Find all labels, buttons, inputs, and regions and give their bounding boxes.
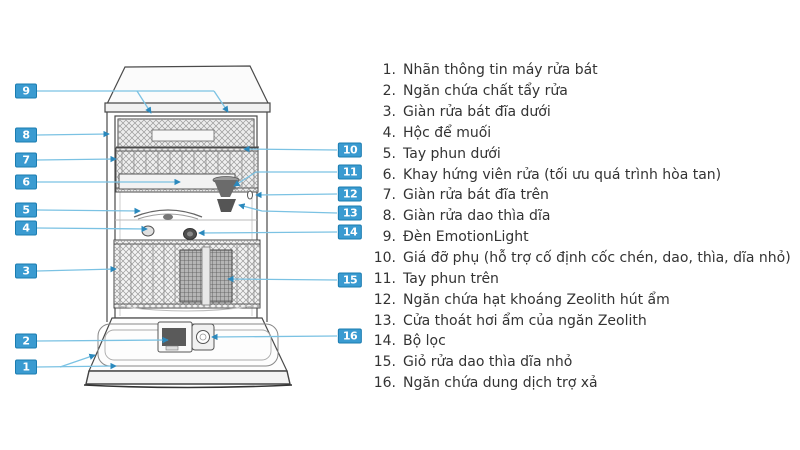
callout-3: 3	[15, 263, 37, 279]
callout-1: 1	[15, 359, 37, 375]
callout-7: 7	[15, 152, 37, 168]
part-number: 9.	[382, 229, 396, 246]
part-number: 15.	[373, 354, 396, 371]
part-item-4: 4. Hộc để muối	[367, 123, 797, 144]
part-number: 5.	[382, 145, 396, 162]
filter	[183, 228, 197, 240]
part-item-7: 7. Giàn rửa bát đĩa trên	[367, 185, 797, 206]
rinse-aid-dispenser	[191, 323, 215, 351]
part-text: Giàn rửa bát đĩa trên	[403, 187, 549, 204]
part-text: Giàn rửa dao thìa dĩa	[403, 208, 551, 225]
callout-9: 9	[15, 83, 37, 99]
callout-15: 15	[337, 272, 363, 288]
part-item-3: 3. Giàn rửa bát đĩa dưới	[367, 102, 797, 123]
part-text: Hộc để muối	[403, 124, 492, 141]
part-number: 13.	[373, 312, 396, 329]
part-item-14: 14. Bộ lọc	[367, 331, 797, 352]
part-number: 4.	[382, 124, 396, 141]
part-item-5: 5. Tay phun dưới	[367, 143, 797, 164]
part-item-13: 13. Cửa thoát hơi ẩm của ngăn Zeolith	[367, 310, 797, 331]
leader-lines	[36, 90, 338, 370]
upper-spray-arm	[212, 176, 240, 197]
part-text: Ngăn chứa chất tẩy rửa	[403, 83, 568, 100]
part-item-16: 16. Ngăn chứa dung dịch trợ xả	[367, 373, 797, 394]
parts-legend: 1. Nhãn thông tin máy rửa bát 2. Ngăn chứa…	[367, 60, 797, 394]
part-number: 12.	[373, 291, 396, 308]
callout-12: 12	[337, 186, 363, 202]
wall-knob	[247, 190, 253, 200]
part-number: 16.	[373, 375, 396, 392]
callout-13: 13	[337, 205, 363, 221]
callout-6: 6	[15, 174, 37, 190]
lower-spray-arm	[133, 209, 203, 220]
part-text: Tay phun trên	[403, 270, 499, 287]
part-item-11: 11. Tay phun trên	[367, 268, 797, 289]
part-item-9: 9. Đèn EmotionLight	[367, 227, 797, 248]
part-number: 2.	[382, 83, 396, 100]
counter-top	[104, 65, 271, 113]
callout-4: 4	[15, 220, 37, 236]
part-number: 6.	[382, 166, 396, 183]
dishwasher-diagram: 9 8 7 6 5 4 3 2 1 10 11 12 13 14 15 16	[0, 0, 370, 450]
callout-8: 8	[15, 127, 37, 143]
callout-5: 5	[15, 202, 37, 218]
part-text: Nhãn thông tin máy rửa bát	[403, 62, 598, 79]
part-item-10: 10. Giá đỡ phụ (hỗ trợ cố định cốc chén, …	[367, 248, 797, 269]
part-item-8: 8. Giàn rửa dao thìa dĩa	[367, 206, 797, 227]
callout-10: 10	[337, 142, 363, 158]
part-number: 10.	[373, 250, 396, 267]
part-number: 8.	[382, 208, 396, 225]
part-text: Cửa thoát hơi ẩm của ngăn Zeolith	[403, 312, 647, 329]
part-number: 1.	[382, 62, 396, 79]
part-text: Tay phun dưới	[403, 145, 501, 162]
part-text: Khay hứng viên rửa (tối ưu quá trình hòa…	[403, 166, 722, 183]
part-number: 7.	[382, 187, 396, 204]
part-item-6: 6. Khay hứng viên rửa (tối ưu quá trình h…	[367, 164, 797, 185]
part-item-1: 1. Nhãn thông tin máy rửa bát	[367, 60, 797, 81]
callout-14: 14	[337, 224, 363, 240]
salt-container-cap	[141, 225, 155, 237]
part-number: 3.	[382, 104, 396, 121]
knife-basket	[179, 246, 233, 306]
part-item-12: 12. Ngăn chứa hạt khoáng Zeolith hút ẩm	[367, 289, 797, 310]
cabinet-sides	[106, 112, 268, 322]
part-text: Bộ lọc	[403, 333, 446, 350]
part-text: Ngăn chứa dung dịch trợ xả	[403, 375, 598, 392]
dishwasher-line-art	[36, 65, 338, 389]
part-text: Giỏ rửa dao thìa dĩa nhỏ	[403, 354, 573, 371]
part-text: Đèn EmotionLight	[403, 229, 529, 246]
part-number: 14.	[373, 333, 396, 350]
callout-11: 11	[337, 164, 363, 180]
cutlery-tray	[116, 118, 259, 148]
part-text: Giàn rửa bát đĩa dưới	[403, 104, 551, 121]
door-front-panel	[85, 370, 291, 385]
detergent-dispenser	[157, 321, 193, 353]
part-item-2: 2. Ngăn chứa chất tẩy rửa	[367, 81, 797, 102]
callout-2: 2	[15, 333, 37, 349]
zeolith-vent	[217, 199, 236, 212]
callout-16: 16	[337, 328, 363, 344]
part-item-15: 15. Giỏ rửa dao thìa dĩa nhỏ	[367, 352, 797, 373]
part-text: Ngăn chứa hạt khoáng Zeolith hút ẩm	[403, 291, 670, 308]
part-number: 11.	[373, 270, 396, 287]
part-text: Giá đỡ phụ (hỗ trợ cố định cốc chén, dao…	[403, 250, 791, 267]
